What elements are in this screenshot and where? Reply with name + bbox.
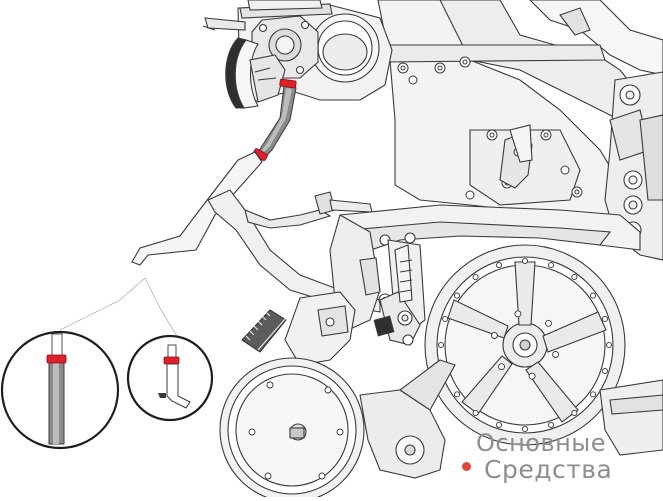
rim-bolt [437,341,445,349]
coulter-bracket [284,291,356,366]
housing-bracket [499,124,533,189]
rim-bolt [521,425,529,433]
rim-bolt [571,273,578,281]
watermark-dot [462,462,471,471]
watermark-line-2: Средства [484,455,613,484]
rim-bolt [472,409,479,417]
rim-bolt [442,315,449,323]
rim-bolt [605,341,613,349]
callout-circle-tube-bend [126,334,214,422]
rim-bolt [521,257,529,265]
press-wheel-spokes [447,261,607,423]
depth-adjust-mechanism [373,244,421,346]
rim-bolt [601,315,608,323]
hub-bolt [545,319,552,327]
hub-bolt [552,351,560,358]
hub-bolt [514,310,522,318]
rim-bolt [472,273,479,281]
rim-bolt [589,292,597,299]
press-wheel-bolts [437,257,613,433]
hub-bolt [528,372,536,380]
rim-bolt [601,367,608,375]
gauge-wheel [219,357,365,501]
clamp-red [46,354,67,364]
hub-bolt [498,363,505,371]
tube-guard-bracket [131,151,381,313]
seed-meter [202,0,393,106]
rim-bolt [495,262,503,269]
gauge-wheel-holes [248,381,344,480]
clamp-red [163,356,180,365]
rim-bolt [547,421,555,428]
rim-bolt [589,391,597,398]
callout-leaders [59,277,179,339]
watermark-line-1: Основные [476,429,607,457]
tube-clamps [252,78,297,161]
callout-circle-tube-section [0,330,120,450]
seed-disc-cover [225,37,286,109]
rim-bolt [453,391,461,398]
row-cleaner [241,309,287,353]
rim-bolt [547,262,555,269]
rim-bolt [571,409,578,417]
rim-bolt [453,292,461,299]
rear-bracket [599,379,663,456]
opener-disc [359,359,456,479]
hub-bolt [490,332,498,339]
rim-bolt [495,421,503,428]
